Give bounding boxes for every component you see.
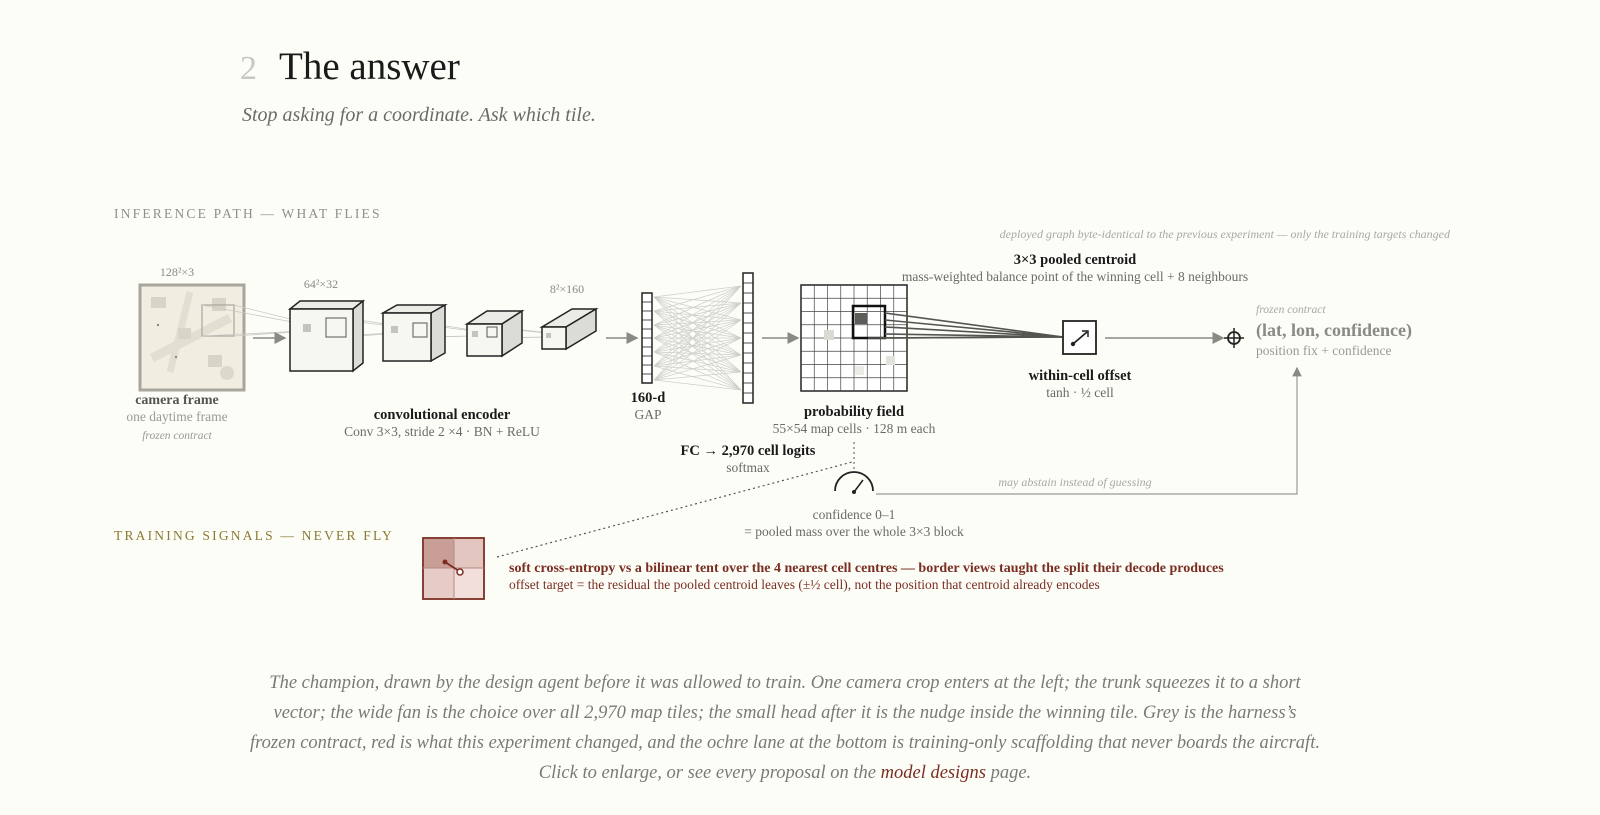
training-lane-label: TRAINING SIGNALS — NEVER FLY bbox=[114, 528, 394, 543]
logits-vector bbox=[742, 272, 754, 404]
gap-vector bbox=[641, 292, 653, 384]
centroid-sub: mass-weighted balance point of the winni… bbox=[902, 269, 1248, 284]
camera-dims: 128²×3 bbox=[160, 265, 194, 279]
confidence-sub: = pooled mass over the whole 3×3 block bbox=[744, 524, 964, 539]
abstain-path bbox=[876, 366, 1302, 495]
training-line-1: soft cross-entropy vs a bilinear tent ov… bbox=[509, 561, 1224, 576]
output-title: (lat, lon, confidence) bbox=[1256, 320, 1412, 341]
fc-sub: softmax bbox=[726, 460, 770, 475]
gap-title: 160-d bbox=[631, 390, 666, 406]
section-number: 2 bbox=[240, 50, 257, 87]
camera-title: camera frame bbox=[135, 393, 219, 408]
encoder-block-3 bbox=[464, 309, 525, 358]
training-link-line bbox=[496, 461, 853, 558]
training-line-2: offset target = the residual the pooled … bbox=[509, 577, 1100, 592]
caption-tail: page. bbox=[990, 763, 1032, 783]
crosshair-icon bbox=[1224, 328, 1244, 348]
encoder-sub: Conv 3×3, stride 2 ×4 · BN + ReLU bbox=[344, 424, 540, 439]
camera-frame-image bbox=[138, 283, 246, 392]
camera-note: frozen contract bbox=[142, 430, 212, 442]
section-subtitle: Stop asking for a coordinate. Ask which … bbox=[242, 104, 596, 126]
model-designs-link[interactable]: model designs bbox=[880, 763, 986, 783]
encoder-dims-2: 8²×160 bbox=[550, 282, 584, 296]
encoder-block-2 bbox=[380, 303, 448, 363]
encoder-block-4 bbox=[539, 307, 599, 351]
output-sub: position fix + confidence bbox=[1256, 343, 1391, 358]
gap-sub: GAP bbox=[634, 407, 661, 422]
offset-head bbox=[1062, 320, 1097, 355]
confidence-gauge-icon bbox=[834, 471, 874, 494]
section-title: The answer bbox=[279, 45, 460, 88]
confidence-title: confidence 0–1 bbox=[813, 507, 896, 522]
field-sub: 55×54 map cells · 128 m each bbox=[773, 421, 936, 436]
fc-title: FC → 2,970 cell logits bbox=[681, 443, 816, 459]
camera-sub: one daytime frame bbox=[126, 409, 227, 424]
offset-sub: tanh · ½ cell bbox=[1046, 385, 1114, 400]
caption-text: The champion, drawn by the design agent … bbox=[250, 673, 1320, 783]
figure-caption: The champion, drawn by the design agent … bbox=[250, 668, 1320, 788]
centroid-title: 3×3 pooled centroid bbox=[1014, 252, 1136, 268]
offset-title: within-cell offset bbox=[1029, 368, 1132, 384]
bilinear-tent-icon bbox=[422, 537, 485, 600]
field-title: probability field bbox=[804, 404, 904, 420]
deploy-note: deployed graph byte-identical to the pre… bbox=[1000, 227, 1451, 241]
inference-lane-label: INFERENCE PATH — WHAT FLIES bbox=[114, 206, 382, 221]
output-note: frozen contract bbox=[1256, 304, 1326, 316]
fc-fan-lines bbox=[653, 285, 742, 391]
centroid-to-offset-lines bbox=[867, 312, 1064, 339]
section-heading: 2 The answer bbox=[240, 44, 460, 89]
abstain-note: may abstain instead of guessing bbox=[998, 475, 1151, 489]
encoder-dims-1: 64²×32 bbox=[304, 277, 338, 291]
encoder-title: convolutional encoder bbox=[374, 407, 511, 423]
encoder-block-1 bbox=[287, 299, 366, 373]
